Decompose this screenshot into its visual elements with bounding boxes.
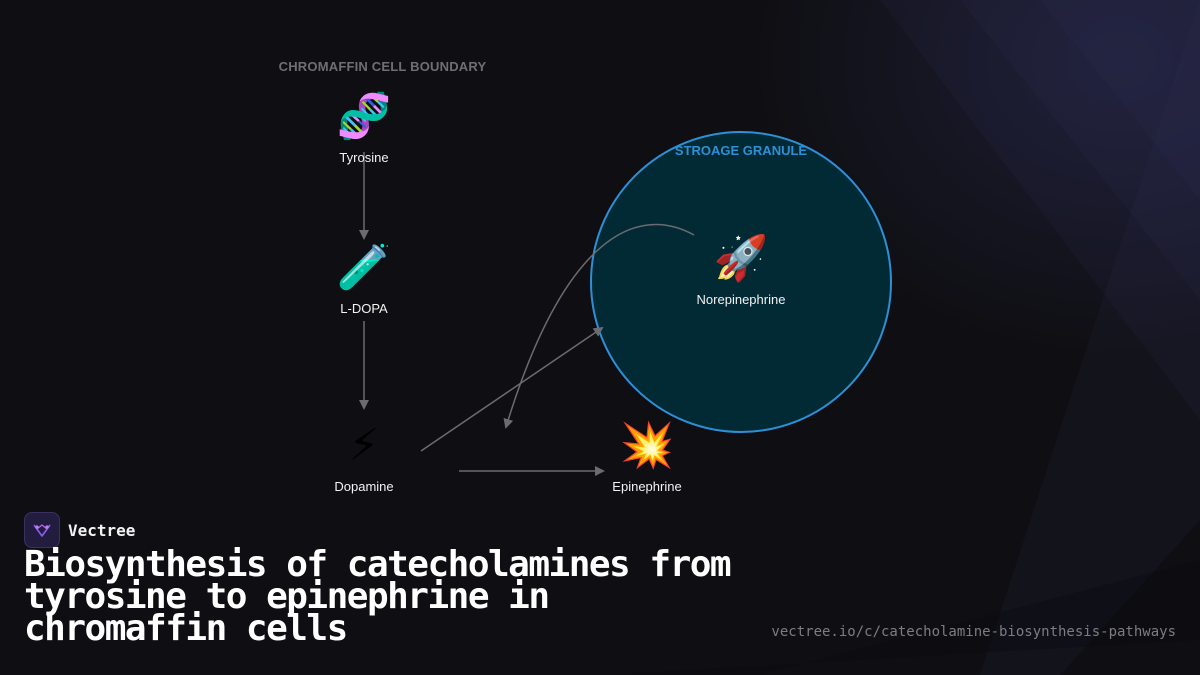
- arrow-norepinephrine-to-epinephrine: [503, 223, 695, 429]
- vectree-logo-icon: [24, 512, 60, 548]
- page-title: Biosynthesis of catecholamines from tyro…: [24, 544, 732, 649]
- node-label: Tyrosine: [339, 150, 389, 165]
- dna-icon: 🧬: [336, 92, 392, 141]
- granule-label: STROAGE GRANULE: [674, 143, 808, 158]
- node-label: Epinephrine: [612, 479, 682, 494]
- brand-name: Vectree: [68, 520, 136, 540]
- burst-icon: 💥: [619, 421, 675, 470]
- node-epinephrine: 💥 Epinephrine: [587, 421, 707, 494]
- source-url[interactable]: vectree.io/c/catecholamine-biosynthesis-…: [771, 624, 1176, 640]
- node-label: L-DOPA: [340, 301, 388, 316]
- test-tube-icon: 🧪: [336, 243, 392, 292]
- arrow-dopamine-to-granule: [420, 326, 604, 452]
- node-dopamine: ⚡ Dopamine: [304, 421, 424, 494]
- node-norepinephrine: 🚀 Norepinephrine: [681, 234, 801, 307]
- node-ldopa: 🧪 L-DOPA: [304, 243, 424, 316]
- node-tyrosine: 🧬 Tyrosine: [304, 92, 424, 165]
- node-label: Norepinephrine: [696, 292, 786, 307]
- cell-boundary-label: CHROMAFFIN CELL BOUNDARY: [278, 59, 487, 74]
- lightning-icon: ⚡: [348, 421, 380, 470]
- rocket-icon: 🚀: [713, 234, 769, 283]
- storage-granule: [590, 131, 892, 433]
- node-label: Dopamine: [334, 479, 394, 494]
- brand: Vectree: [24, 512, 135, 548]
